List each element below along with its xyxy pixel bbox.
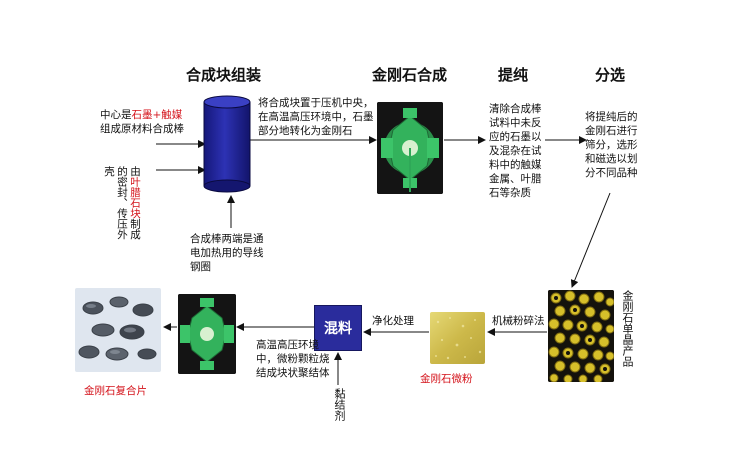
header-assembly: 合成块组装 (186, 66, 262, 84)
sort-note: 将提纯后的金刚石进行筛分，选形和磁选以划分不同品种 (585, 111, 638, 179)
rod-description: 中心是石墨+触媒组成原材料合成棒 (100, 109, 184, 135)
ring-note: 合成棒两端是通电加热用的导线钢圈 (190, 233, 264, 273)
single-crystal-label: 金刚石单晶产品 (621, 290, 634, 367)
cubic-press-image (377, 102, 443, 194)
composite-discs-image (75, 288, 161, 372)
purification-label: 净化处理 (372, 315, 414, 327)
header-purify: 提纯 (498, 66, 529, 84)
sinter-note: 高温高压环境中，微粉颗粒烧结成块状聚结体 (256, 339, 330, 379)
mixing-box-label: 混料 (324, 321, 352, 337)
crush-label: 机械粉碎法 (492, 315, 545, 327)
diamond-powder-image (430, 312, 485, 364)
header-synthesis: 金刚石合成 (372, 66, 448, 84)
purify-note: 清除合成棒试料中未反应的石墨以及混杂在试料中的触媒金属、叶腊石等杂质 (489, 103, 542, 199)
press-note: 将合成块置于压机中央，在高温高压环境中，石墨部分地转化为金刚石 (258, 97, 374, 137)
synthesis-block-cylinder (203, 95, 251, 193)
powder-label: 金刚石微粉 (420, 373, 473, 385)
composite-label: 金刚石复合片 (84, 385, 147, 397)
mixing-box: 混料 (314, 305, 362, 351)
header-sorting: 分选 (595, 66, 626, 84)
sintering-press-image (178, 294, 236, 374)
diamond-crystals-image (548, 290, 614, 382)
shell-description: 由叶腊石块制成的密封、传压外壳 (103, 166, 141, 240)
binder-label: 黏结剂 (333, 388, 346, 421)
